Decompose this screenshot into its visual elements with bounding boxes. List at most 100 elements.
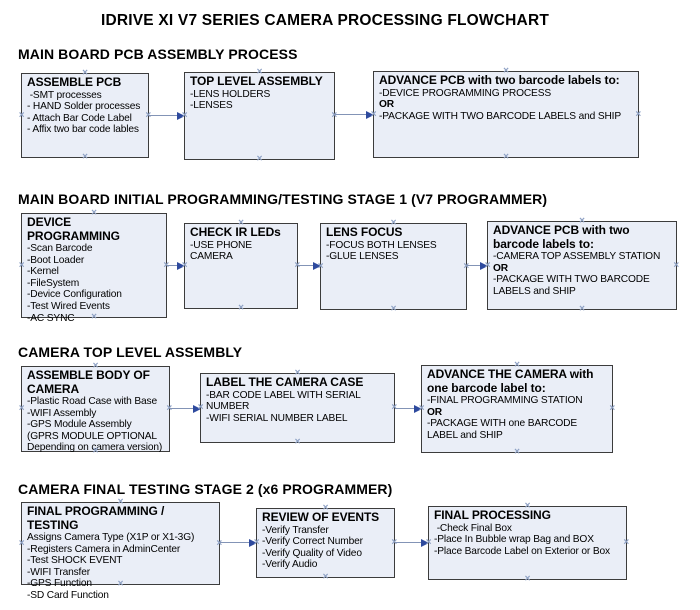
flow-box-item: -FOCUS BOTH LENSES — [326, 239, 437, 251]
connection-point-icon: × — [623, 537, 630, 548]
arrow-line — [167, 265, 179, 266]
flow-box-item: Assigns Camera Type (X1P or X1-3G) — [27, 532, 195, 543]
flow-box: ASSEMBLE PCB -SMT processes- HAND Solder… — [19, 68, 151, 162]
arrow-line — [298, 265, 315, 266]
flow-box-item: (GPRS MODULE OPTIONAL Depending on camer… — [27, 430, 163, 454]
flow-box-item: -Verify Quality of Video — [262, 547, 362, 559]
flow-arrow — [335, 110, 374, 120]
flow-box-title: LENS FOCUS — [326, 225, 403, 239]
flow-box-item: -Device Configuration — [27, 289, 122, 301]
arrow-line — [335, 114, 368, 115]
arrowhead-icon — [313, 262, 321, 270]
flow-box: DEVICE PROGRAMMING -Scan Barcode-Boot Lo… — [18, 208, 169, 324]
connection-point-icon: × — [18, 259, 25, 271]
arrow-line — [395, 542, 423, 543]
flow-box-items: -Scan Barcode-Boot Loader-Kernel-FileSys… — [27, 243, 163, 324]
flow-box-item: - Attach Bar Code Label — [27, 112, 132, 124]
flow-box-items: -Check Final Box-Place In Bubble wrap Ba… — [434, 523, 623, 558]
connection-point-icon: × — [390, 303, 397, 315]
flow-box-title: REVIEW OF EVENTS — [262, 510, 380, 524]
flow-box-item: -USE PHONE CAMERA — [190, 239, 255, 263]
flow-box-item: - HAND Solder processes — [27, 101, 141, 113]
connection-point-icon: × — [514, 446, 520, 458]
flow-box-item: - Affix two bar code lables — [27, 124, 139, 136]
flow-box: ASSEMBLE BODY OF CAMERA -Plastic Road Ca… — [18, 361, 172, 456]
flow-box-item: OR — [493, 262, 508, 274]
flow-box-item: -Test Wired Events — [27, 300, 110, 312]
connection-point-icon: × — [18, 537, 25, 549]
section-heading-2: MAIN BOARD INITIAL PROGRAMMING/TESTING S… — [18, 191, 548, 207]
flow-box-item: -Place Barcode Label on Exterior or Box — [434, 545, 610, 557]
flow-box-item: -SMT processes — [27, 89, 102, 101]
connection-point-icon: × — [322, 571, 329, 583]
flow-box-item: -BAR CODE LABEL WITH SERIAL NUMBER — [206, 389, 363, 413]
arrowhead-icon — [366, 111, 374, 119]
flow-box-items: Assigns Camera Type (X1P or X1-3G)-Regis… — [27, 532, 216, 602]
flow-arrow — [395, 404, 422, 414]
flow-box-item: -Boot Loader — [27, 254, 85, 266]
flow-arrow — [298, 261, 321, 271]
arrowhead-icon — [193, 405, 201, 413]
flow-box-item: -Verify Transfer — [262, 524, 329, 536]
flow-box-items: -FOCUS BOTH LENSES-GLUE LENSES — [326, 240, 463, 263]
flow-box-items: -Plastic Road Case with Base-WIFI Assemb… — [27, 396, 166, 454]
flow-box: REVIEW OF EVENTS -Verify Transfer-Verify… — [254, 503, 397, 582]
flow-box-item: -FileSystem — [27, 277, 80, 289]
flow-box-item: -AC SYNC — [27, 312, 75, 324]
flow-box-item: -Kernel — [27, 266, 59, 278]
flow-box-item: -DEVICE PROGRAMMING PROCESS — [379, 87, 551, 99]
flow-box-item: -PACKAGE WITH TWO BARCODE LABELS and SHI… — [493, 274, 653, 297]
arrowhead-icon — [421, 539, 429, 547]
flow-box-title: CHECK IR LEDs — [190, 225, 281, 239]
flow-box: TOP LEVEL ASSEMBLY -LENS HOLDERS-LENSES … — [182, 67, 337, 164]
section-heading-3: CAMERA TOP LEVEL ASSEMBLY — [18, 344, 243, 360]
flow-arrow — [167, 261, 185, 271]
flow-box-items: -Verify Transfer-Verify Correct Number-V… — [262, 525, 391, 571]
connection-point-icon: × — [503, 151, 509, 163]
flow-box-title: ADVANCE THE CAMERA with one barcode labe… — [427, 367, 594, 395]
connection-point-icon: × — [524, 573, 531, 585]
flow-box: LABEL THE CAMERA CASE -BAR CODE LABEL WI… — [198, 368, 397, 447]
connection-point-icon: × — [635, 108, 642, 120]
flow-box: CHECK IR LEDs -USE PHONE CAMERA × × × × — [182, 218, 300, 313]
flow-box: FINAL PROCESSING -Check Final Box-Place … — [426, 501, 630, 584]
arrowhead-icon — [480, 262, 488, 270]
flow-arrow — [220, 538, 257, 548]
flow-box-item: -PACKAGE WITH one BARCODE LABEL and SHIP — [427, 418, 580, 441]
flow-box-title: LABEL THE CAMERA CASE — [206, 375, 364, 389]
arrowhead-icon — [414, 405, 422, 413]
flow-box-item: -FINAL PROGRAMMING STATION — [427, 395, 583, 406]
arrow-line — [149, 115, 179, 116]
connection-point-icon: × — [294, 436, 301, 448]
connection-point-icon: × — [18, 403, 25, 414]
flow-arrow — [170, 404, 201, 414]
flow-box-item: -CAMERA TOP ASSEMBLY STATION — [493, 251, 661, 262]
connection-point-icon: × — [238, 302, 244, 314]
flow-box-item: -Test SHOCK EVENT — [27, 555, 123, 567]
flow-box-title: TOP LEVEL ASSEMBLY — [190, 74, 323, 88]
flow-box-item: -LENSES — [190, 100, 233, 112]
connection-point-icon: × — [82, 151, 88, 163]
flow-box: FINAL PROGRAMMING / TESTING Assigns Came… — [18, 497, 222, 601]
flow-box-item: -GLUE LENSES — [326, 251, 399, 263]
flow-box-item: -Place In Bubble wrap Bag and BOX — [434, 534, 594, 546]
flow-box-item: -SD Card Function — [27, 589, 109, 601]
flow-box-items: -SMT processes- HAND Solder processes- A… — [27, 90, 145, 136]
flow-box-item: OR — [427, 406, 442, 418]
flow-box-item: -Verify Correct Number — [262, 536, 363, 548]
arrowhead-icon — [177, 112, 185, 120]
flow-box-item: -WIFI Transfer — [27, 566, 90, 578]
connection-point-icon: × — [609, 403, 616, 414]
flow-box-items: -BAR CODE LABEL WITH SERIAL NUMBER-WIFI … — [206, 390, 391, 425]
section-heading-4: CAMERA FINAL TESTING STAGE 2 (x6 PROGRAM… — [18, 481, 393, 497]
flow-box-item: -WIFI Assembly — [27, 407, 97, 419]
connection-point-icon: × — [579, 303, 585, 315]
flow-box-items: -USE PHONE CAMERA — [190, 240, 294, 263]
arrowhead-icon — [249, 539, 257, 547]
flow-box-item: -LENS HOLDERS — [190, 88, 271, 100]
flow-box-item: -Scan Barcode — [27, 243, 93, 254]
connection-point-icon: × — [256, 153, 263, 165]
flow-box-title: ASSEMBLE PCB — [27, 75, 122, 89]
flow-box-title: DEVICE PROGRAMMING — [27, 215, 120, 243]
